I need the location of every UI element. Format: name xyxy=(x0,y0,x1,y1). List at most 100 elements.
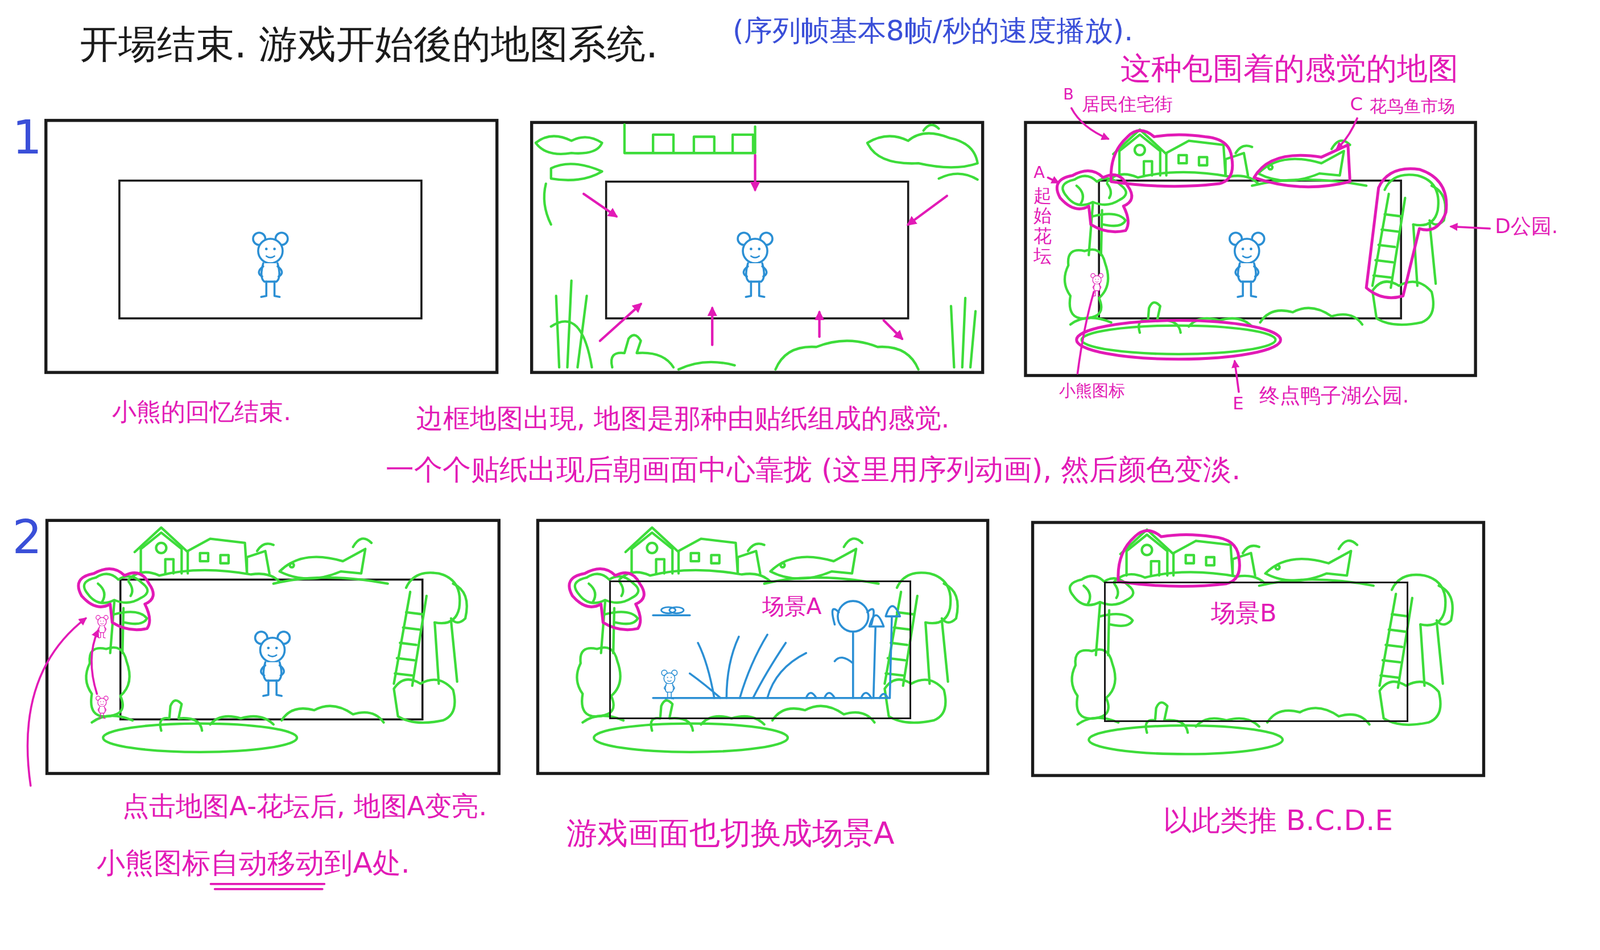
rock-sticker xyxy=(1064,249,1108,319)
house-sticker xyxy=(246,551,270,574)
bird-sticker xyxy=(1242,540,1358,554)
rock-sticker xyxy=(582,716,624,723)
callout-letter: C xyxy=(1349,93,1363,115)
elephant-slide-sticker xyxy=(434,620,457,684)
game-screen xyxy=(119,180,422,319)
bear-mouth xyxy=(100,704,104,706)
rock-sticker xyxy=(1196,718,1260,727)
tree-sticker xyxy=(84,574,148,604)
bear-eye xyxy=(1249,247,1253,251)
house-sticker xyxy=(200,553,229,564)
leader-line xyxy=(1450,226,1490,229)
bear-leg xyxy=(98,713,106,719)
bear-eye xyxy=(100,621,102,623)
panel-frame xyxy=(1032,522,1484,776)
elephant-slide-sticker xyxy=(1380,614,1408,678)
map-style-note: 这种包围着的感觉的地图 xyxy=(1120,51,1459,87)
inward-arrow xyxy=(817,312,821,337)
tree-sticker xyxy=(1083,584,1118,605)
bear-figure xyxy=(255,631,291,697)
bear-head xyxy=(742,238,768,264)
bear-leg xyxy=(261,281,280,297)
house-sticker xyxy=(1119,134,1161,176)
bear-figure xyxy=(253,232,288,297)
hedge-sticker xyxy=(273,577,388,585)
fish-sticker xyxy=(1268,165,1273,170)
playback-note: (序列帧基本8帧/秒的速度播放). xyxy=(732,14,1134,48)
tree-sticker xyxy=(1062,176,1126,206)
bear-head xyxy=(1234,238,1260,264)
highlight-outline xyxy=(1056,171,1132,233)
fish-sticker xyxy=(279,549,366,580)
callout-label: 起始花坛 xyxy=(1033,185,1052,267)
bush-sticker xyxy=(1379,681,1441,726)
bird-sticker xyxy=(747,538,863,552)
sticker-map-frame xyxy=(569,527,958,753)
house-sticker xyxy=(155,543,167,554)
panel-caption: 游戏画面也切换成场景A xyxy=(566,816,895,852)
bear-arm xyxy=(258,266,282,277)
panel-frame xyxy=(531,122,983,373)
scattered-sticker xyxy=(923,125,940,131)
scene-ground xyxy=(652,697,890,700)
callout-label: 居民住宅街 xyxy=(1081,93,1173,115)
panel-frame xyxy=(537,520,988,774)
house-sticker xyxy=(1232,553,1255,576)
bear-eye xyxy=(265,247,268,251)
tree-sticker xyxy=(1096,604,1110,656)
inward-arrow xyxy=(883,320,903,339)
house-sticker xyxy=(625,527,679,553)
hedge-sticker xyxy=(128,570,280,582)
bear-eye xyxy=(273,247,276,251)
scene-flower xyxy=(837,601,869,632)
bear-leg xyxy=(745,281,764,297)
elephant-slide-sticker xyxy=(1436,585,1453,625)
duck-sticker xyxy=(651,700,694,731)
bear-head xyxy=(663,673,675,685)
house-sticker xyxy=(1126,534,1168,576)
tree-sticker xyxy=(1076,183,1111,205)
emphasis-underline xyxy=(210,884,325,890)
sticker-map-frame xyxy=(78,527,467,753)
house-sticker xyxy=(691,553,720,564)
pond-sticker xyxy=(593,724,788,753)
elephant-slide-sticker xyxy=(394,612,423,676)
bear-mouth xyxy=(100,623,104,625)
bear-map-icon xyxy=(96,615,109,639)
house-sticker xyxy=(678,539,738,574)
scene-bear xyxy=(661,670,677,700)
elephant-slide-sticker xyxy=(1373,214,1401,278)
highlight-outline xyxy=(1076,320,1281,360)
scene-a-screen: 场景A xyxy=(609,580,912,720)
inward-arrow xyxy=(753,155,756,190)
rock-sticker xyxy=(576,647,620,717)
scene-dragonfly xyxy=(652,614,690,617)
inward-arrow xyxy=(583,193,616,217)
bear-arm xyxy=(97,627,106,631)
game-screen xyxy=(120,579,423,720)
scattered-sticker xyxy=(544,183,552,225)
scattered-sticker xyxy=(611,335,674,369)
callout-letter: A xyxy=(1033,163,1045,183)
panel-frame xyxy=(46,120,498,373)
bear-eye xyxy=(266,646,270,650)
house-sticker xyxy=(1166,141,1226,176)
bear-arm xyxy=(1235,266,1259,277)
scattered-sticker xyxy=(551,163,603,180)
rock-sticker xyxy=(281,706,384,723)
panel-caption: 点击地图A-花坛后, 地图A变亮. xyxy=(122,791,487,823)
house-sticker xyxy=(134,527,188,553)
flowerbed-sticker xyxy=(114,612,147,624)
house-sticker xyxy=(141,532,183,574)
bear-head xyxy=(258,238,283,264)
bush-sticker xyxy=(884,679,946,723)
game-screen xyxy=(606,181,909,319)
scene-grass xyxy=(689,634,807,698)
house-sticker xyxy=(187,539,247,574)
highlight-outline xyxy=(569,569,644,631)
highlight-outline xyxy=(1366,168,1447,299)
sticker-map-frame xyxy=(1056,129,1447,360)
scattered-sticker xyxy=(551,280,593,369)
house-sticker xyxy=(1141,544,1152,556)
duck-sticker xyxy=(160,700,203,731)
